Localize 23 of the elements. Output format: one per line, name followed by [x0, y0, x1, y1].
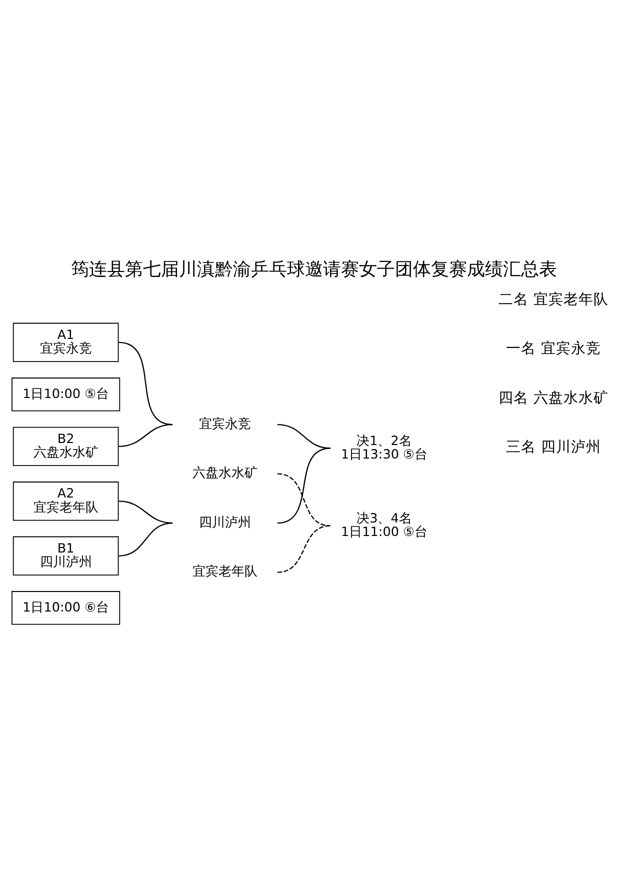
connector [277, 472, 330, 526]
connector [118, 423, 173, 447]
connector [277, 524, 330, 572]
node-box: B2 六盘水水矿 [12, 426, 119, 466]
node-text: 宜宾永竞 [199, 416, 252, 432]
label: 一名 宜宾永竞 [506, 340, 601, 357]
node-text: 决3、4名 1日11:00 ⑤台 [341, 510, 428, 540]
node-box: A2 宜宾老年队 [12, 481, 119, 520]
diagram-title: 筠连县第七届川滇黔渝乒乓球邀请赛女子团体复赛成绩汇总表 [71, 258, 557, 280]
node-text: 决1、2名 1日13:30 ⑤台 [341, 433, 428, 462]
connector [277, 447, 331, 524]
node-box: 1日10:00 ⑥台 [12, 590, 120, 624]
node-box: 1日10:00 ⑤台 [12, 377, 120, 411]
node-text: 宜宾老年队 [192, 564, 258, 580]
node-text: 四川泸州 [199, 514, 252, 530]
node-box: B1 四川泸州 [12, 536, 119, 576]
label: 三名 四川泸州 [506, 438, 601, 456]
connector [277, 423, 330, 448]
node-text: 六盘水水矿 [192, 466, 258, 481]
node-box: A1 宜宾永竞 [12, 322, 119, 362]
label: 四名 六盘水水矿 [498, 388, 608, 406]
label: 二名 宜宾老年队 [498, 290, 608, 308]
connector [118, 522, 173, 556]
